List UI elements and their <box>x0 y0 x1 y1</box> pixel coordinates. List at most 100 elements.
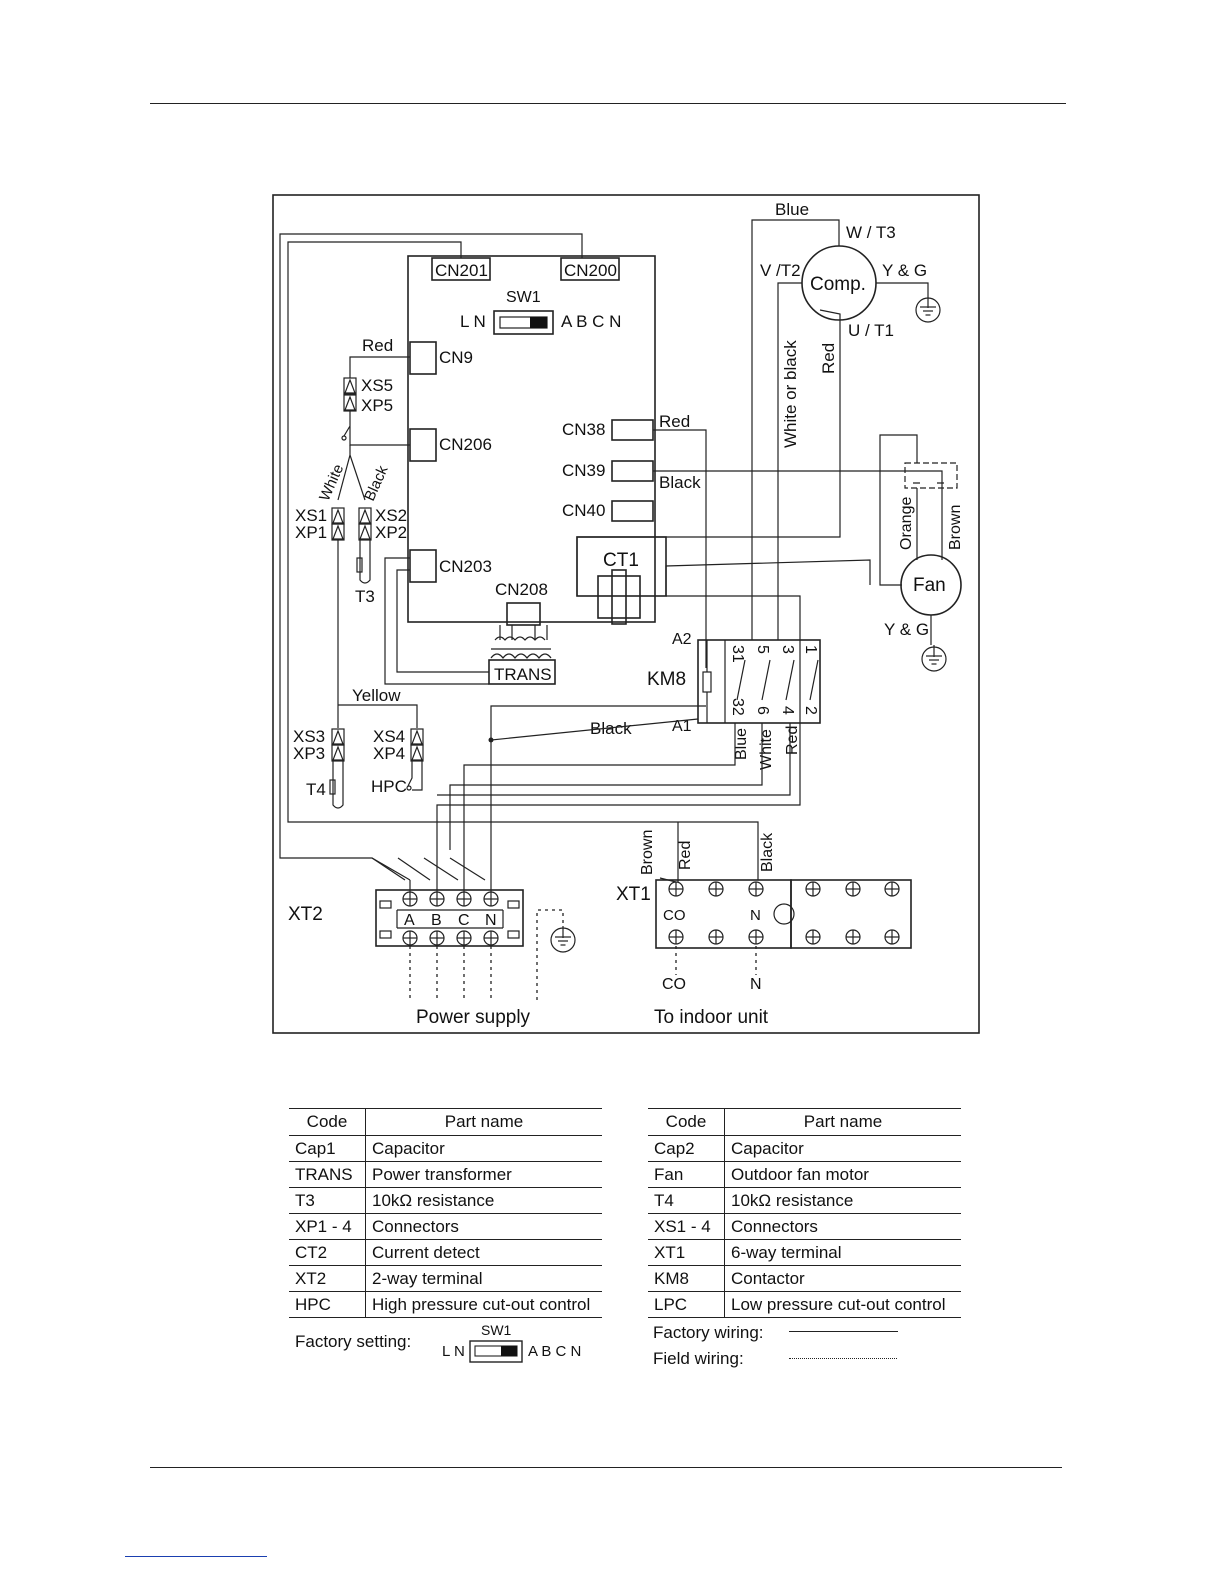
abcn-legend-label: A B C N <box>528 1343 582 1360</box>
svg-text:5: 5 <box>754 645 771 654</box>
svg-text:CN9: CN9 <box>439 348 473 367</box>
footer-link-underline[interactable] <box>125 1556 267 1557</box>
svg-text:Power supply: Power supply <box>416 1007 531 1028</box>
svg-text:Red: Red <box>659 412 690 431</box>
fan-capacitor <box>904 462 958 489</box>
svg-text:Y & G: Y & G <box>884 620 929 639</box>
svg-text:6: 6 <box>754 706 771 715</box>
svg-text:Red: Red <box>819 343 838 374</box>
svg-text:CN39: CN39 <box>562 461 605 480</box>
sw1-legend-label: SW1 <box>481 1322 512 1338</box>
svg-text:C: C <box>458 912 470 929</box>
svg-text:U / T1: U / T1 <box>848 321 894 340</box>
field-wiring-label: Field wiring: <box>653 1349 744 1368</box>
svg-text:XS3: XS3 <box>293 727 325 746</box>
column-part-name: Part name <box>365 1108 602 1136</box>
sw1-legend-switch <box>469 1340 523 1363</box>
svg-text:32: 32 <box>729 698 746 716</box>
cn39-connector <box>611 460 654 482</box>
svg-text:HPC: HPC <box>371 777 407 796</box>
svg-text:CN200: CN200 <box>564 261 617 280</box>
factory-setting-label: Factory setting: <box>295 1332 412 1351</box>
svg-text:W / T3: W / T3 <box>846 223 896 242</box>
svg-text:XT2: XT2 <box>288 904 323 925</box>
svg-text:XP1: XP1 <box>295 523 327 542</box>
svg-text:CN201: CN201 <box>435 261 488 280</box>
svg-text:Brown: Brown <box>639 830 656 875</box>
diagram-frame <box>272 194 980 1034</box>
main-pcb <box>407 255 656 623</box>
svg-text:Red: Red <box>362 336 393 355</box>
svg-text:4: 4 <box>779 706 796 715</box>
svg-text:XS2: XS2 <box>375 506 407 525</box>
svg-text:A B C N: A B C N <box>561 312 621 331</box>
svg-text:XS1: XS1 <box>295 506 327 525</box>
svg-text:CO: CO <box>663 907 686 924</box>
svg-text:31: 31 <box>729 645 746 663</box>
footer-rule <box>150 1467 1062 1468</box>
svg-text:XP2: XP2 <box>375 523 407 542</box>
svg-text:CT1: CT1 <box>603 550 639 571</box>
svg-text:XS5: XS5 <box>361 376 393 395</box>
svg-text:2: 2 <box>802 706 819 715</box>
svg-text:Y & G: Y & G <box>882 261 927 280</box>
svg-text:N: N <box>750 976 762 993</box>
svg-text:A2: A2 <box>672 631 692 648</box>
factory-wiring-label: Factory wiring: <box>653 1323 764 1342</box>
cn200-connector <box>560 257 620 281</box>
svg-text:CN40: CN40 <box>562 501 605 520</box>
svg-text:XS4: XS4 <box>373 727 405 746</box>
svg-text:Fan: Fan <box>913 575 946 596</box>
svg-text:Yellow: Yellow <box>352 686 401 705</box>
cn9-connector <box>409 341 437 375</box>
km8-contactor <box>697 639 821 724</box>
factory-wiring-line <box>789 1331 898 1332</box>
svg-text:White or black: White or black <box>781 340 800 448</box>
svg-text:To indoor unit: To indoor unit <box>654 1007 769 1028</box>
svg-text:Comp.: Comp. <box>810 274 866 295</box>
svg-text:Black: Black <box>659 473 701 492</box>
svg-text:N: N <box>750 907 761 924</box>
svg-text:XP3: XP3 <box>293 744 325 763</box>
svg-text:Orange: Orange <box>898 497 915 550</box>
svg-text:Black: Black <box>590 719 632 738</box>
svg-text:Black: Black <box>361 463 392 504</box>
svg-text:CN38: CN38 <box>562 420 605 439</box>
svg-text:L N: L N <box>460 312 486 331</box>
header-rule <box>150 103 1066 104</box>
svg-text:N: N <box>485 912 497 929</box>
svg-text:B: B <box>431 912 442 929</box>
xt2-terminal <box>375 889 524 947</box>
cn203-connector <box>409 549 437 583</box>
svg-text:3: 3 <box>779 645 796 654</box>
svg-text:CN208: CN208 <box>495 580 548 599</box>
cn40-connector <box>611 500 654 522</box>
cn38-connector <box>611 419 654 441</box>
svg-text:KM8: KM8 <box>647 669 686 690</box>
svg-text:CN203: CN203 <box>439 557 492 576</box>
svg-text:XP5: XP5 <box>361 396 393 415</box>
svg-text:CO: CO <box>662 976 686 993</box>
field-wiring-line <box>789 1358 897 1359</box>
svg-text:V /T2: V /T2 <box>760 261 801 280</box>
svg-text:XP4: XP4 <box>373 744 405 763</box>
svg-text:CN206: CN206 <box>439 435 492 454</box>
sw1-switch <box>493 310 554 335</box>
wiring-diagram: CN201 CN200 SW1 L N A B C N CN9 CN206 CN… <box>272 194 980 1034</box>
svg-text:T4: T4 <box>306 780 326 799</box>
cn208-connector <box>506 602 541 626</box>
svg-text:1: 1 <box>802 645 819 654</box>
